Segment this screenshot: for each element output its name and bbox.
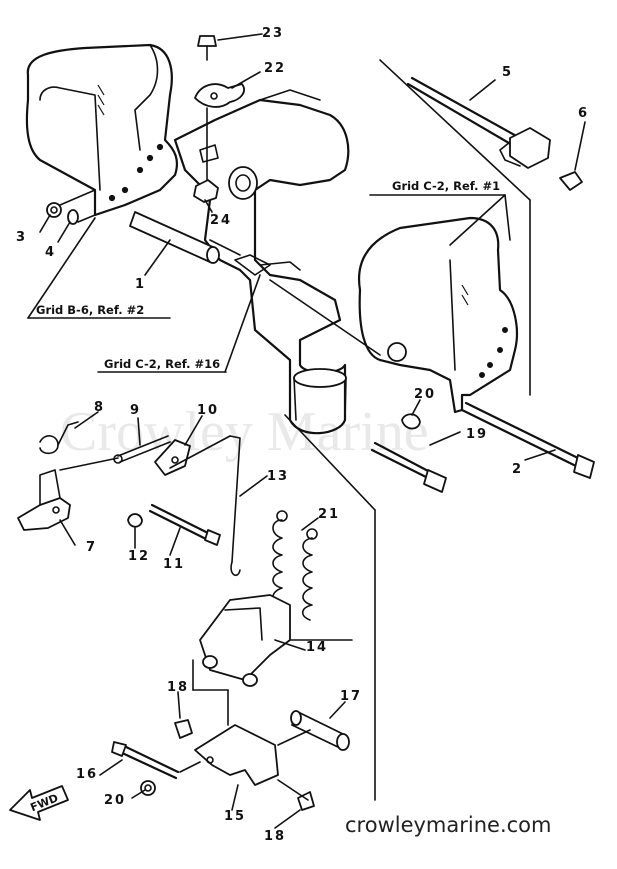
callout-8: 8	[94, 400, 105, 415]
left-bracket	[25, 43, 179, 217]
callout-4: 4	[45, 245, 56, 260]
callout-18-top: 18	[167, 680, 189, 695]
part-24-nut	[193, 107, 219, 203]
ref-grid-b6: Grid B-6, Ref. #2	[36, 303, 144, 317]
reference-notes: Grid B-6, Ref. #2 Grid C-2, Ref. #1 Grid…	[36, 179, 500, 371]
callout-5: 5	[502, 65, 513, 80]
part-21-springs	[272, 510, 318, 621]
callout-23: 23	[262, 26, 284, 41]
part-22-plate	[194, 83, 245, 108]
part-15-bracket	[194, 724, 279, 786]
part-1-pin	[129, 211, 220, 264]
part-13-rod	[229, 435, 241, 577]
part-23-screw	[197, 35, 217, 61]
leader-lines	[27, 59, 531, 801]
part-20-washer-bottom	[140, 780, 156, 796]
callout-20-bottom: 20	[104, 793, 126, 808]
fwd-label: FWD	[28, 791, 60, 814]
part-3-nut	[46, 202, 62, 218]
callout-21: 21	[318, 507, 340, 522]
part-2-bolt	[460, 401, 595, 479]
callout-2: 2	[512, 462, 523, 477]
ref-grid-c2-16: Grid C-2, Ref. #16	[104, 357, 220, 371]
forward-arrow: FWD	[9, 785, 69, 821]
callout-15: 15	[224, 809, 246, 824]
callout-19: 19	[466, 427, 488, 442]
part-20-washer-top	[401, 413, 421, 430]
callout-1: 1	[135, 277, 146, 292]
part-17-pin	[290, 710, 350, 751]
part-16-bolt	[111, 741, 180, 780]
part-5-bolt	[406, 76, 551, 169]
watermark: Crowley Marine	[60, 401, 429, 463]
callout-7: 7	[86, 540, 97, 555]
part-12-clip	[127, 513, 143, 528]
part-11-pin	[148, 503, 221, 546]
swivel-bracket	[173, 89, 350, 435]
callout-20-top: 20	[414, 387, 436, 402]
right-bracket	[357, 216, 518, 414]
callout-6: 6	[578, 106, 589, 121]
part-4-washer	[67, 209, 79, 225]
part-7-lever	[17, 469, 71, 531]
callout-22: 22	[264, 61, 286, 76]
ref-grid-c2-1: Grid C-2, Ref. #1	[392, 179, 500, 193]
callout-12: 12	[128, 549, 150, 564]
callout-10: 10	[197, 403, 219, 418]
part-19-bolt	[370, 441, 447, 493]
callout-11: 11	[163, 557, 185, 572]
site-label: crowleymarine.com	[345, 813, 551, 837]
part-8-spring	[39, 421, 79, 455]
callout-14: 14	[306, 640, 328, 655]
callout-24: 24	[210, 213, 232, 228]
part-10-link	[154, 439, 191, 476]
callout-3: 3	[16, 230, 27, 245]
callout-numbers: 23 22 5 6 24 3 4 1 20 19 2 8 9 10 13 21 …	[16, 26, 589, 844]
callout-17: 17	[340, 689, 362, 704]
callout-16: 16	[76, 767, 98, 782]
callout-13: 13	[267, 469, 289, 484]
part-18-clip-a	[174, 719, 193, 739]
callout-9: 9	[130, 403, 141, 418]
callout-leaders	[39, 33, 586, 829]
callout-18-bottom: 18	[264, 829, 286, 844]
part-6-clip	[559, 171, 583, 191]
